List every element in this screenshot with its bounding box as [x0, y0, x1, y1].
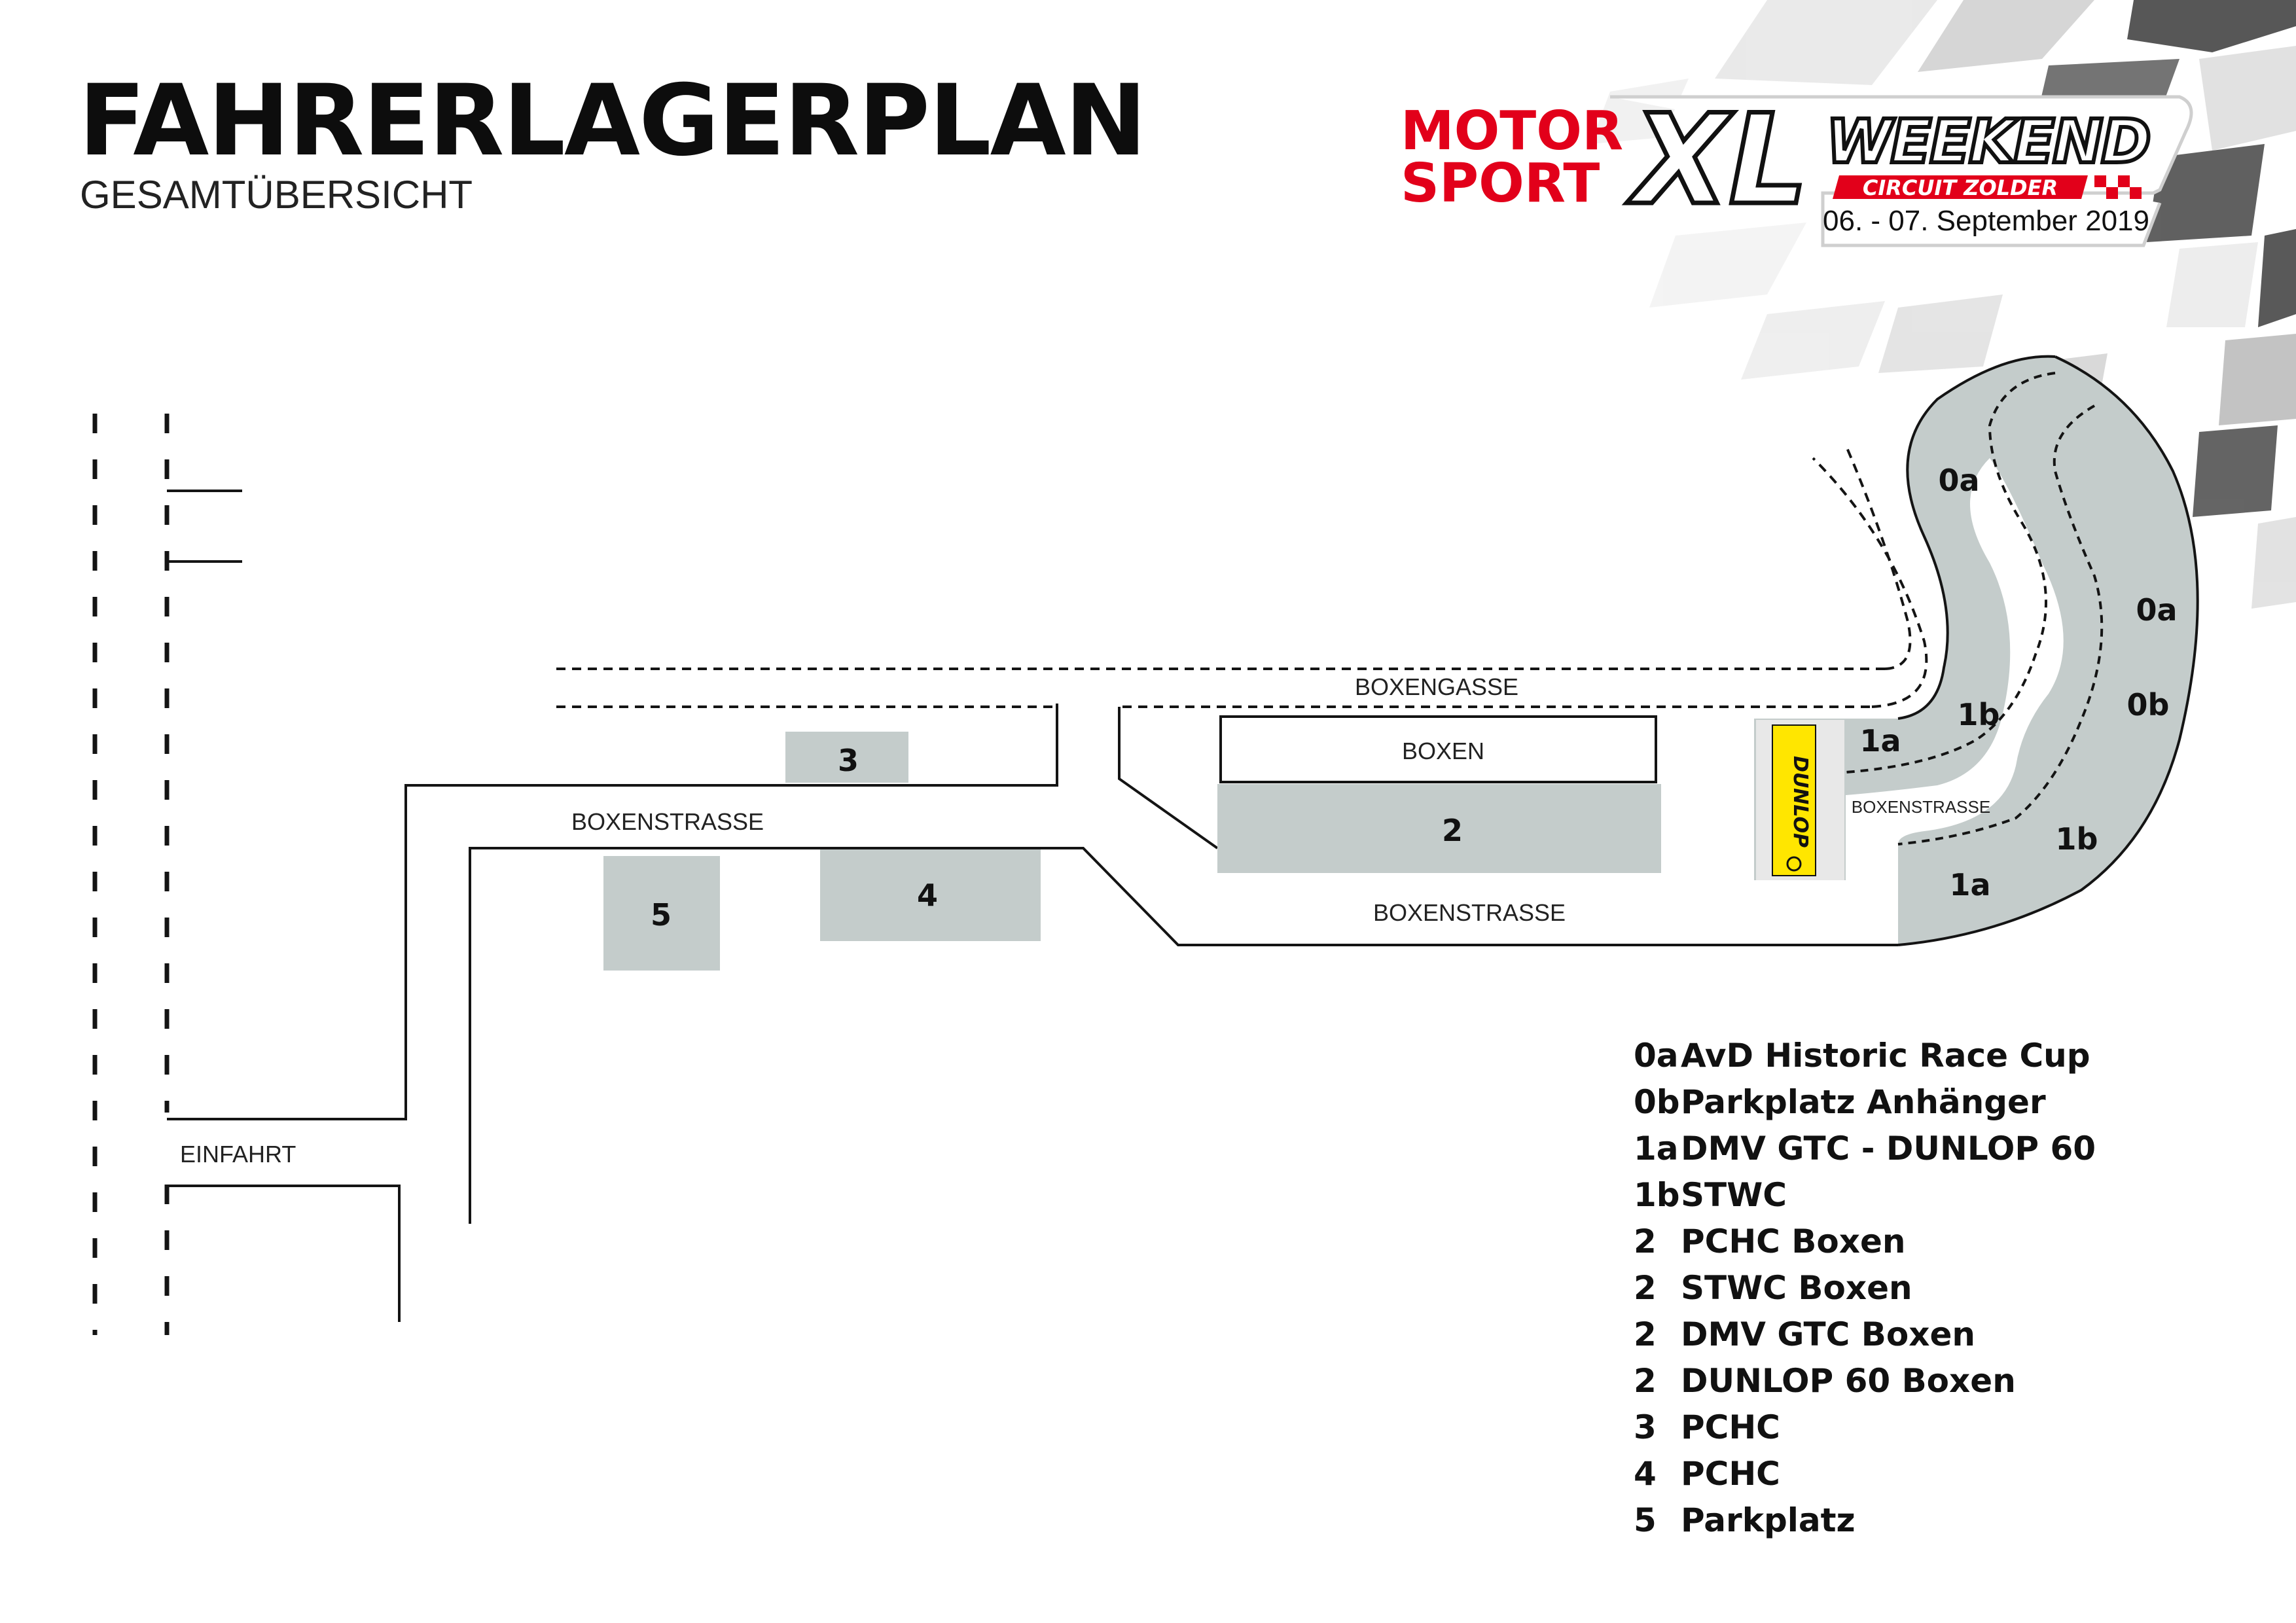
legend-label: Parkplatz Anhänger — [1681, 1083, 2046, 1121]
race-flag-icon — [2094, 175, 2142, 199]
zone-label-3: 3 — [838, 743, 859, 778]
label-boxen: BOXEN — [1402, 738, 1484, 764]
legend-code: 1b — [1634, 1176, 1680, 1214]
zone-2-area — [1217, 784, 1661, 873]
legend-item: 2 STWC Boxen — [1634, 1265, 2096, 1311]
legend-label: PCHC Boxen — [1681, 1222, 1906, 1260]
zone-0-1-area — [1754, 356, 2198, 945]
logo-xl-text: XL — [1626, 88, 1808, 232]
legend-label: PCHC — [1681, 1408, 1780, 1446]
zone-label-5: 5 — [651, 897, 672, 933]
zone-3-area — [785, 732, 908, 783]
legend-label: DUNLOP 60 Boxen — [1681, 1362, 2016, 1400]
dunlop-sign: DUNLOP — [1756, 720, 1844, 880]
legend-label: STWC — [1681, 1176, 1787, 1214]
dunlop-emblem-icon — [1786, 856, 1802, 872]
legend-code: 1a — [1634, 1130, 1679, 1168]
legend-label: DMV GTC - DUNLOP 60 — [1681, 1130, 2096, 1168]
legend-item: 2 PCHC Boxen — [1634, 1219, 2096, 1265]
zone-label-1a-bottom: 1a — [1949, 867, 1990, 902]
logo-circuit-text: CIRCUIT ZOLDER — [1863, 175, 2058, 200]
zone-label-0a-top: 0a — [1938, 463, 1979, 498]
legend-item: 3 PCHC — [1634, 1404, 2096, 1451]
legend-label: STWC Boxen — [1681, 1269, 1912, 1307]
zone-label-1b-top: 1b — [1958, 697, 2000, 732]
label-boxenstrasse-right: BOXENSTRASSE — [1852, 797, 1990, 817]
legend-item: 2 DUNLOP 60 Boxen — [1634, 1358, 2096, 1404]
legend-code: 2 — [1634, 1269, 1657, 1307]
zone-label-0b: 0b — [2127, 687, 2170, 722]
logo-motor-text: MOTOR — [1401, 100, 1623, 162]
pit-garage-outline — [1219, 715, 1657, 783]
legend-item: 4 PCHC — [1634, 1451, 2096, 1497]
logo-weekend-text: WEEKEND — [1826, 107, 2149, 177]
label-boxenstrasse-bottom: BOXENSTRASSE — [1373, 899, 1566, 926]
legend-code: 0a — [1634, 1037, 1679, 1075]
zone-label-1a-top: 1a — [1859, 723, 1901, 758]
zones — [603, 356, 2198, 971]
event-logo: CIRCUIT ZOLDER MOTOR SPORT XL WEEKEND — [1401, 86, 2193, 247]
legend-code: 4 — [1634, 1455, 1657, 1493]
zone-label-4: 4 — [917, 878, 938, 913]
legend-code: 2 — [1634, 1222, 1657, 1260]
legend-item: 1aDMV GTC - DUNLOP 60 — [1634, 1126, 2096, 1172]
event-date: 06. - 07. September 2019 — [1823, 205, 2149, 237]
legend-item: 5 Parkplatz — [1634, 1497, 2096, 1544]
label-boxenstrasse-left: BOXENSTRASSE — [571, 808, 764, 835]
zone-label-0a-right: 0a — [2136, 592, 2177, 628]
legend-code: 5 — [1634, 1501, 1657, 1539]
track-outline — [1897, 355, 2199, 946]
legend-label: PCHC — [1681, 1455, 1780, 1493]
zone-4-area — [820, 849, 1041, 941]
legend-label: Parkplatz — [1681, 1501, 1856, 1539]
legend-code: 2 — [1634, 1362, 1657, 1400]
legend-item: 0bParkplatz Anhänger — [1634, 1079, 2096, 1126]
zone-5-area — [603, 856, 720, 971]
logo-sport-text: SPORT — [1401, 152, 1600, 215]
zone-dividers — [1845, 372, 2104, 846]
zone-label-1b-bottom: 1b — [2056, 821, 2098, 857]
legend-code: 3 — [1634, 1408, 1657, 1446]
legend-item: 1bSTWC — [1634, 1172, 2096, 1219]
legend-code: 0b — [1634, 1083, 1680, 1121]
checkered-flag-graphic — [1590, 0, 2296, 609]
page-subtitle: GESAMTÜBERSICHT — [80, 173, 473, 217]
zone-label-2: 2 — [1442, 813, 1463, 848]
dunlop-logo-text: DUNLOP — [1789, 756, 1812, 847]
label-einfahrt: EINFAHRT — [180, 1141, 296, 1168]
legend-label: DMV GTC Boxen — [1681, 1315, 1975, 1353]
legend-item: 0aAvD Historic Race Cup — [1634, 1033, 2096, 1079]
label-boxengasse: BOXENGASSE — [1355, 673, 1518, 700]
legend-label: AvD Historic Race Cup — [1681, 1037, 2090, 1075]
legend-item: 2 DMV GTC Boxen — [1634, 1311, 2096, 1358]
pit-lane — [556, 444, 1928, 708]
page-title: FAHRERLAGERPLAN — [79, 64, 1147, 178]
access-road — [92, 414, 1898, 1335]
legend-code: 2 — [1634, 1315, 1657, 1353]
